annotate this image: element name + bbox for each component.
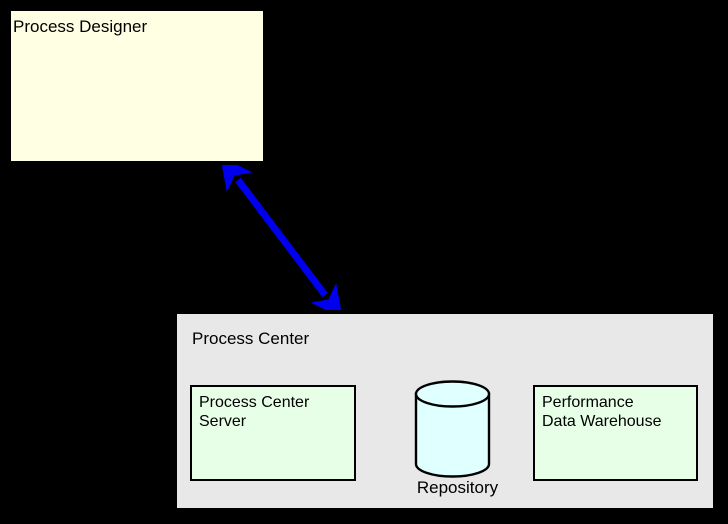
- repository-node[interactable]: Repository: [410, 380, 505, 505]
- bidirectional-arrow-icon: [220, 165, 343, 310]
- process-center-server-label: Process Center Server: [199, 394, 310, 430]
- repository-label: Repository: [416, 478, 499, 497]
- database-cylinder-icon: [414, 380, 491, 478]
- process-designer-label: Process Designer: [13, 17, 148, 36]
- performance-data-warehouse-box[interactable]: Performance Data Warehouse: [533, 385, 698, 481]
- performance-data-warehouse-label: Performance Data Warehouse: [542, 394, 662, 430]
- process-center-label: Process Center: [192, 329, 310, 348]
- process-center-server-box[interactable]: Process Center Server: [190, 385, 356, 481]
- process-designer-box[interactable]: [10, 10, 264, 162]
